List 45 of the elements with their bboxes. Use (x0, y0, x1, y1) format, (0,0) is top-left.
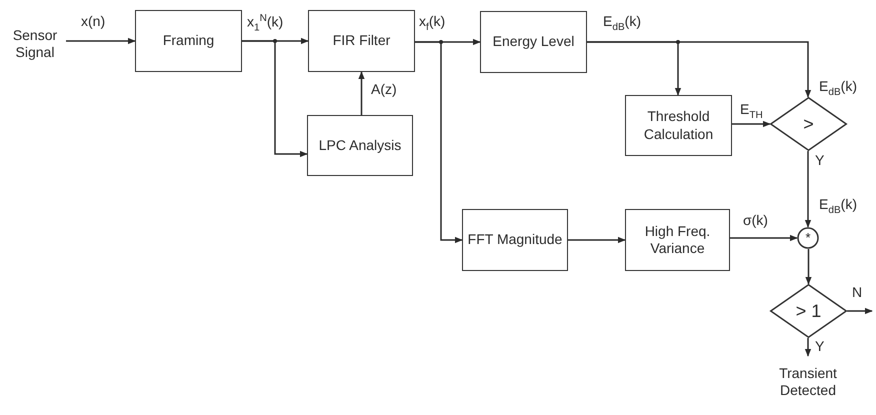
arrow (732, 120, 771, 128)
edge-label: Y (814, 153, 826, 167)
process-box (308, 10, 415, 72)
node-label: LPC Analysis (318, 136, 402, 154)
arrow (568, 236, 626, 244)
arrow (587, 41, 682, 96)
node-label: * (805, 230, 811, 246)
arrow (242, 40, 308, 158)
node-label: Transient Detected (778, 364, 838, 400)
arrow (415, 41, 463, 244)
decision-diamond (770, 284, 847, 338)
node-label: FFT Magnitude (468, 231, 562, 249)
arrow (805, 249, 812, 285)
node-label: High Freq. Variance (644, 222, 712, 258)
arrow (358, 71, 365, 115)
process-box (625, 209, 730, 271)
arrow (730, 234, 798, 242)
decision-diamond (770, 97, 847, 151)
multiplier-circle (797, 227, 819, 249)
node-label: FIR Filter (332, 32, 390, 50)
arrow (804, 151, 812, 228)
process-box (480, 11, 587, 73)
edge-label: x(n) (80, 14, 106, 28)
process-box (462, 209, 568, 271)
node-label: Energy Level (492, 33, 574, 51)
arrow (66, 38, 136, 44)
edge-label: E$_{dB}$(k) (602, 14, 642, 33)
signal-label: E$_{dB}$(k) (818, 79, 858, 98)
arrow (847, 308, 873, 314)
edge-label: A(z) (370, 82, 398, 96)
edge-label: x$_{f}$(k) (418, 14, 446, 33)
process-box (625, 95, 732, 156)
node-label: Threshold Calculation (642, 108, 714, 143)
edge-label: Y (814, 339, 826, 353)
process-box (307, 115, 413, 176)
node-label: > (803, 112, 814, 136)
arrow (804, 338, 812, 357)
edge-label: σ(k) (742, 213, 769, 227)
process-box (135, 10, 242, 72)
edge-label: E$_{TH}$ (739, 102, 764, 121)
edge-label: N (851, 285, 864, 299)
node-label: Framing (162, 32, 214, 50)
node-label: Sensor Signal (12, 26, 58, 62)
node-label: > 1 (796, 300, 822, 322)
signal-label: E$_{dB}$(k) (818, 197, 858, 216)
